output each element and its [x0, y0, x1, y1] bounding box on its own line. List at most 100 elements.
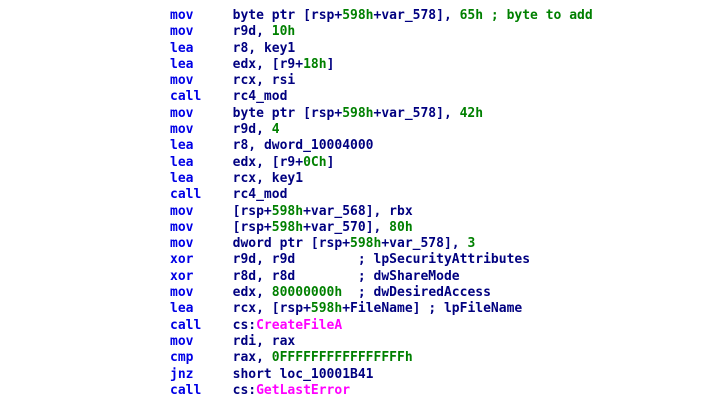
token-number: 598h	[271, 219, 304, 235]
token-mnemonic: lea	[170, 40, 233, 56]
symbol-dword_10004000[interactable]: dword_10004000	[263, 138, 374, 154]
asm-line-20[interactable]: call cs:CreateFileA	[170, 318, 728, 334]
token-mnemonic: lea	[170, 301, 233, 317]
token-operand: r8,	[232, 40, 264, 56]
token-number: 10h	[271, 24, 296, 40]
token-operand	[342, 285, 358, 300]
asm-line-23[interactable]: jnz short loc_10001B41	[170, 367, 728, 383]
asm-line-18[interactable]: mov edx, 80000000h ; dwDesiredAccess	[170, 285, 728, 301]
asm-line-15[interactable]: mov dword ptr [rsp+598h+var_578], 3	[170, 236, 728, 252]
token-operand: +var_578],	[373, 8, 460, 23]
token-autocomment: ; lpFileName	[428, 301, 523, 317]
token-operand: [rsp+	[232, 219, 272, 235]
asm-line-21[interactable]: mov rdi, rax	[170, 334, 728, 350]
symbol-key1[interactable]: key1	[263, 40, 296, 56]
token-operand: r9d,	[232, 122, 272, 138]
asm-line-16[interactable]: xor r9d, r9d ; lpSecurityAttributes	[170, 252, 728, 268]
token-operand: r9d, r9d	[232, 252, 358, 268]
token-operand: ]	[326, 56, 335, 72]
asm-line-4[interactable]: lea edx, [r9+18h]	[170, 57, 728, 73]
token-number: 18h	[303, 56, 327, 72]
asm-line-12[interactable]: call rc4_mod	[170, 187, 728, 203]
token-mnemonic: mov	[170, 73, 233, 89]
token-mnemonic: mov	[170, 236, 233, 252]
token-autocomment: ; dwShareMode	[357, 268, 460, 284]
token-mnemonic: call	[170, 89, 233, 105]
symbol-loc_10001B41[interactable]: loc_10001B41	[279, 366, 374, 382]
token-operand: rcx, rsi	[232, 73, 296, 89]
token-operand: +var_568], rbx	[303, 203, 413, 219]
token-operand: +FileName]	[342, 301, 429, 317]
token-operand: edx,	[232, 285, 272, 301]
token-mnemonic: mov	[170, 122, 233, 138]
asm-line-8[interactable]: mov r9d, 4	[170, 122, 728, 138]
token-number: 3	[467, 236, 476, 252]
token-mnemonic: call	[170, 187, 233, 203]
token-mnemonic: lea	[170, 56, 233, 72]
asm-line-7[interactable]: mov byte ptr [rsp+598h+var_578], 42h	[170, 106, 728, 122]
asm-line-10[interactable]: lea edx, [r9+0Ch]	[170, 155, 728, 171]
token-mnemonic: xor	[170, 268, 233, 284]
token-operand: r9d,	[232, 24, 272, 40]
token-mnemonic: mov	[170, 105, 233, 121]
token-operand: rcx,	[232, 170, 272, 186]
token-operand: cs:	[232, 317, 257, 333]
asm-line-13[interactable]: mov [rsp+598h+var_568], rbx	[170, 204, 728, 220]
token-operand: ]	[326, 154, 335, 170]
token-mnemonic: call	[170, 382, 233, 398]
token-autocomment: ; dwDesiredAccess	[357, 285, 491, 301]
token-number: 598h	[342, 8, 374, 23]
token-operand: rax,	[232, 350, 272, 366]
token-operand: r8,	[232, 138, 264, 154]
token-operand: byte ptr [rsp+	[232, 105, 343, 121]
asm-line-9[interactable]: lea r8, dword_10004000	[170, 138, 728, 154]
token-number: 4	[271, 122, 280, 138]
asm-line-1[interactable]: mov byte ptr [rsp+598h+var_578], 65h ; b…	[170, 8, 728, 24]
asm-line-2[interactable]: mov r9d, 10h	[170, 24, 728, 40]
token-mnemonic: cmp	[170, 350, 233, 366]
token-autocomment: ; lpSecurityAttributes	[357, 252, 531, 268]
token-number: 80h	[389, 219, 413, 235]
token-operand: +var_578],	[381, 236, 468, 252]
asm-line-14[interactable]: mov [rsp+598h+var_570], 80h	[170, 220, 728, 236]
token-number: 598h	[350, 236, 382, 252]
token-operand	[483, 8, 491, 23]
token-mnemonic: call	[170, 317, 233, 333]
symbol-key1[interactable]: key1	[271, 170, 304, 186]
token-mnemonic: mov	[170, 333, 233, 349]
token-mnemonic: lea	[170, 170, 233, 186]
token-operand: r8d, r8d	[232, 268, 358, 284]
symbol-rc4_mod[interactable]: rc4_mod	[232, 89, 288, 105]
token-operand: +var_578],	[373, 105, 460, 121]
symbol-rc4_mod[interactable]: rc4_mod	[232, 187, 288, 203]
token-operand: cs:	[232, 382, 257, 398]
asm-line-17[interactable]: xor r8d, r8d ; dwShareMode	[170, 269, 728, 285]
token-operand: rcx, [rsp+	[232, 301, 311, 317]
token-mnemonic: jnz	[170, 366, 233, 382]
token-mnemonic: mov	[170, 219, 233, 235]
token-operand: dword ptr [rsp+	[232, 236, 351, 252]
import-GetLastError[interactable]: GetLastError	[256, 382, 351, 398]
token-mnemonic: lea	[170, 138, 233, 154]
token-number: 598h	[342, 105, 374, 121]
token-mnemonic: mov	[170, 285, 233, 301]
asm-line-22[interactable]: cmp rax, 0FFFFFFFFFFFFFFFFh	[170, 350, 728, 366]
token-number: 598h	[310, 301, 343, 317]
token-operand: edx, [r9+	[232, 56, 304, 72]
token-operand: +var_570],	[303, 219, 390, 235]
token-mnemonic: lea	[170, 154, 233, 170]
token-operand: edx, [r9+	[232, 154, 304, 170]
token-mnemonic: mov	[170, 8, 233, 23]
token-mnemonic: mov	[170, 203, 233, 219]
asm-line-11[interactable]: lea rcx, key1	[170, 171, 728, 187]
asm-line-5[interactable]: mov rcx, rsi	[170, 73, 728, 89]
token-operand: [rsp+	[232, 203, 272, 219]
asm-line-6[interactable]: call rc4_mod	[170, 89, 728, 105]
asm-line-19[interactable]: lea rcx, [rsp+598h+FileName] ; lpFileNam…	[170, 301, 728, 317]
asm-line-24[interactable]: call cs:GetLastError	[170, 383, 728, 399]
import-CreateFileA[interactable]: CreateFileA	[256, 317, 343, 333]
token-number: 598h	[271, 203, 304, 219]
asm-line-3[interactable]: lea r8, key1	[170, 41, 728, 57]
